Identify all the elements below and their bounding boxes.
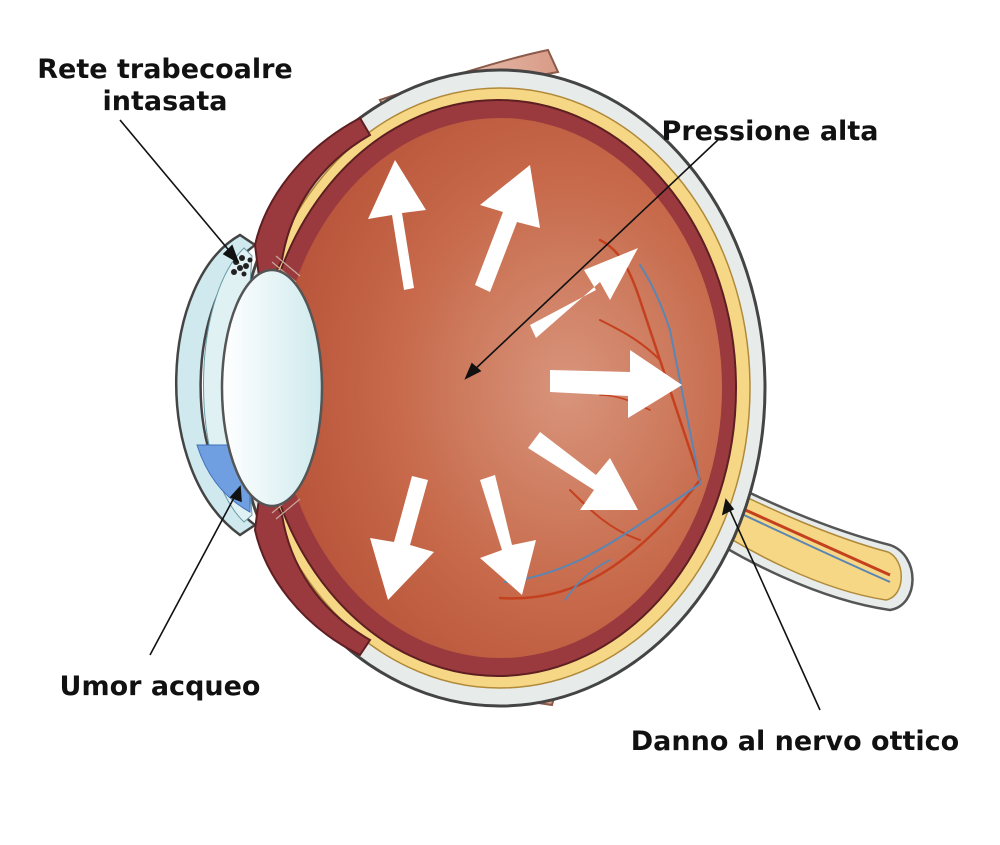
- label-aqueous: Umor acqueo: [60, 671, 261, 702]
- pressure-arrows: [368, 160, 682, 600]
- leader-trabecular: [119, 119, 233, 255]
- leader-optic: [727, 505, 821, 711]
- lens: [220, 268, 324, 508]
- pressure-arrow: [475, 165, 540, 292]
- pressure-arrow: [370, 476, 434, 600]
- leader-pressure: [471, 137, 721, 373]
- vitreous-body: [278, 118, 722, 658]
- leader-lines: [119, 119, 821, 711]
- label-optic-damage: Danno al nervo ottico: [631, 726, 959, 757]
- pressure-arrow: [480, 475, 536, 595]
- leader-aqueous: [149, 493, 237, 656]
- label-trabecular-line1: Rete trabecoalre: [37, 54, 292, 85]
- pressure-arrow: [530, 248, 638, 338]
- trabecular-meshwork-clog: [231, 255, 253, 277]
- label-pressure: Pressione alta: [662, 116, 879, 147]
- pressure-arrow: [550, 350, 682, 418]
- pressure-arrow: [368, 160, 426, 290]
- label-trabecular-line2: intasata: [102, 86, 227, 117]
- pressure-arrow: [528, 432, 638, 510]
